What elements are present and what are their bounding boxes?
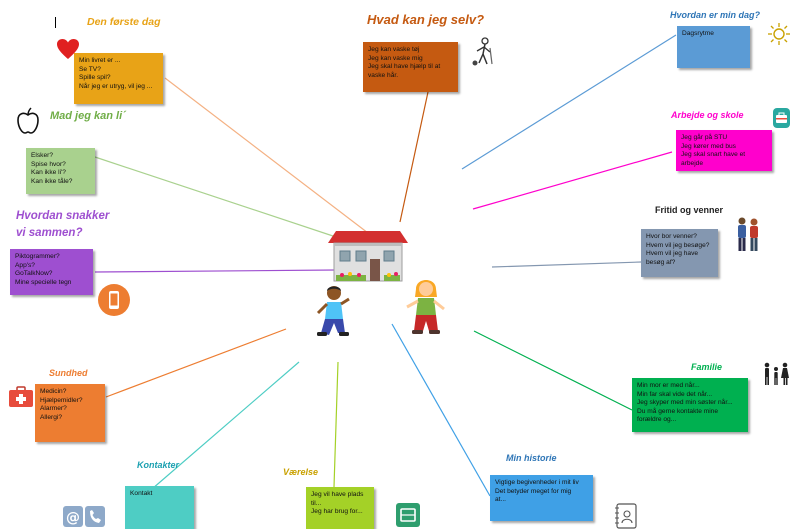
note-kontakter[interactable]: Kontakt bbox=[125, 486, 194, 529]
note-line: Piktogrammer? bbox=[15, 253, 60, 260]
connector-sundhed bbox=[105, 328, 287, 398]
note-line: Allergi? bbox=[40, 413, 62, 421]
first-aid-kit-icon bbox=[9, 386, 33, 407]
email-phone-icon: @ bbox=[63, 506, 105, 527]
connector-min-historie bbox=[391, 323, 491, 497]
note-line: Kan ikke li'? bbox=[31, 169, 66, 177]
title-hvordan-er-min-dag: Hvordan er min dag? bbox=[670, 10, 761, 20]
note-line: til... bbox=[311, 499, 322, 507]
note-hvordan-er-min-dag[interactable]: Dagsrytme bbox=[677, 26, 750, 68]
note-line: Jeg kører med bus bbox=[681, 142, 736, 150]
title-min-historie: Min historie bbox=[506, 453, 557, 463]
connector-vaerelse bbox=[333, 361, 339, 488]
title-familie: Familie bbox=[691, 362, 723, 372]
note-line: Kan ikke tåle? bbox=[31, 177, 73, 185]
title-mad-jeg-kan-li: Mad jeg kan li´ bbox=[50, 110, 126, 122]
connector-hvordan-er-min-dag bbox=[461, 34, 677, 170]
title-hvordan-snakker-line1: Hvordan snakker bbox=[16, 210, 110, 222]
note-line: Jeg skal snart have et bbox=[681, 151, 746, 159]
note-line: Elsker? bbox=[31, 152, 53, 159]
connector-kontakter bbox=[151, 361, 300, 490]
title-hvordan-snakker-line2: vi sammen? bbox=[16, 227, 83, 239]
note-sundhed[interactable]: Medicin? Hjælpemidler? Alarmer? Allergi? bbox=[35, 384, 105, 442]
phone-icon bbox=[98, 284, 130, 316]
svg-text:@: @ bbox=[66, 510, 80, 526]
note-line: Se TV? bbox=[79, 65, 101, 73]
note-line: Hvem vil jeg have bbox=[646, 250, 699, 258]
note-den-forste-dag[interactable]: Min livret er ... Se TV? Spille spil? Nå… bbox=[74, 53, 163, 104]
note-arbejde-og-skole[interactable]: Jeg går på STU Jeg kører med bus Jeg ska… bbox=[676, 130, 772, 171]
apple-icon bbox=[17, 107, 39, 134]
house-icon bbox=[328, 231, 408, 282]
connector-fritid-og-venner bbox=[491, 261, 642, 268]
note-fritid-og-venner[interactable]: Hvor bor venner? Hvem vil jeg besøge? Hv… bbox=[641, 229, 718, 277]
note-line: Min livret er ... bbox=[79, 57, 121, 64]
note-line: Det betyder meget for mig bbox=[495, 487, 572, 495]
connector-arbejde-og-skole bbox=[472, 151, 673, 210]
title-sundhed: Sundhed bbox=[49, 368, 88, 378]
note-line: Jeg kan vaske mig bbox=[368, 54, 423, 62]
note-hvordan-snakker[interactable]: Piktogrammer? App's? GoTalkNow? Mine spe… bbox=[10, 249, 93, 295]
connector-hvordan-snakker bbox=[94, 269, 337, 273]
heart-icon bbox=[57, 39, 79, 59]
note-line: Hvem vil jeg besøge? bbox=[646, 241, 710, 249]
note-hvad-kan-jeg-selv[interactable]: Jeg kan vaske tøj Jeg kan vaske mig Jeg … bbox=[363, 42, 458, 92]
note-line: App's? bbox=[15, 261, 35, 269]
note-familie[interactable]: Min mor er med når... Min far skal vide … bbox=[632, 378, 748, 432]
note-vaerelse[interactable]: Jeg vil have plads til... Jeg har brug f… bbox=[306, 487, 374, 529]
boy-icon bbox=[316, 286, 350, 336]
family-icon bbox=[764, 362, 789, 385]
note-line: Dagsrytme bbox=[682, 30, 714, 37]
title-den-forste-dag: Den første dag bbox=[87, 16, 161, 28]
note-line: vaske hår. bbox=[368, 71, 399, 79]
note-line: forældre og... bbox=[637, 416, 677, 424]
note-line: besøg af? bbox=[646, 258, 676, 266]
people-icon bbox=[738, 217, 758, 251]
notebook-icon bbox=[615, 503, 637, 529]
title-arbejde-og-skole: Arbejde og skole bbox=[671, 110, 744, 120]
note-line: GoTalkNow? bbox=[15, 270, 53, 278]
note-mad-jeg-kan-li[interactable]: Elsker? Spise hvor? Kan ikke li'? Kan ik… bbox=[26, 148, 95, 194]
person-sweeping-icon bbox=[472, 37, 493, 66]
note-line: Min far skal vide det når... bbox=[637, 390, 713, 398]
note-line: Hvor bor venner? bbox=[646, 233, 697, 240]
note-line: Jeg har brug for... bbox=[311, 508, 363, 516]
briefcase-icon bbox=[773, 108, 790, 128]
note-line: Jeg går på STU bbox=[681, 134, 728, 141]
note-line: Jeg vil have plads bbox=[311, 491, 364, 498]
text-cursor bbox=[55, 17, 56, 28]
title-fritid-og-venner: Fritid og venner bbox=[655, 205, 724, 215]
sun-icon bbox=[768, 23, 790, 45]
title-hvad-kan-jeg-selv: Hvad kan jeg selv? bbox=[367, 12, 485, 27]
note-line: arbejde bbox=[681, 159, 703, 167]
connector-hvad-kan-jeg-selv bbox=[399, 91, 429, 223]
note-min-historie[interactable]: Vigtige begivenheder i mit liv Det betyd… bbox=[490, 475, 593, 521]
girl-icon bbox=[406, 280, 445, 334]
note-line: Jeg skal have hjælp til at bbox=[368, 63, 441, 71]
note-line: Vigtige begivenheder i mit liv bbox=[495, 479, 579, 486]
note-line: Når jeg er utryg, vil jeg ... bbox=[79, 82, 153, 90]
note-line: Mine specielle tegn bbox=[15, 278, 72, 286]
note-line: Hjælpemidler? bbox=[40, 396, 83, 404]
note-line: Medicin? bbox=[40, 388, 67, 395]
note-line: Min mor er med når... bbox=[637, 382, 700, 389]
note-line: Spille spil? bbox=[79, 74, 111, 82]
room-icon bbox=[396, 503, 420, 527]
note-line: Jeg skyper med min søster når... bbox=[637, 399, 733, 407]
title-kontakter: Kontakter bbox=[137, 460, 180, 470]
connector-mad-jeg-kan-li bbox=[94, 156, 346, 241]
note-line: Jeg kan vaske tøj bbox=[368, 46, 420, 53]
title-vaerelse: Værelse bbox=[283, 467, 319, 477]
note-line: Alarmer? bbox=[40, 405, 67, 413]
note-line: Du må gerne kontakte mine bbox=[637, 407, 718, 415]
note-line: Spise hvor? bbox=[31, 160, 66, 168]
note-line: at... bbox=[495, 496, 506, 504]
connector-den-forste-dag bbox=[164, 77, 369, 234]
connector-familie bbox=[473, 330, 633, 411]
note-line: Kontakt bbox=[130, 490, 153, 497]
